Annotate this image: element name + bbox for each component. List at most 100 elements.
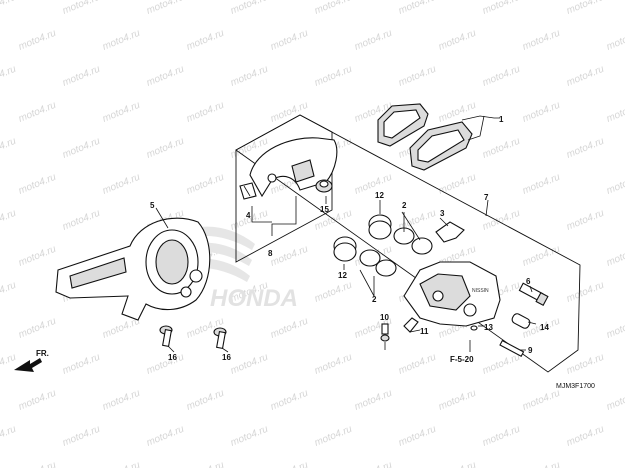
callout-14: 14 [540,323,549,332]
watermark-text: moto4.ru [605,28,625,53]
watermark-text: moto4.ru [101,100,142,125]
watermark-text: moto4.ru [185,460,226,468]
watermark-text: moto4.ru [397,64,438,89]
diagram-code: MJM3F1700 [556,383,595,390]
watermark-text: moto4.ru [565,424,606,449]
watermark-text: moto4.ru [17,388,58,413]
bleed-screw [380,323,390,342]
callout-15: 15 [320,205,329,214]
watermark-text: moto4.ru [229,424,270,449]
watermark-text: moto4.ru [481,64,522,89]
callout-3: 3 [440,209,445,218]
watermark-text: moto4.ru [145,352,186,377]
watermark-text: moto4.ru [605,172,625,197]
watermark-text: moto4.ru [565,136,606,161]
watermark-text: moto4.ru [313,64,354,89]
piston-seals-lower [359,249,397,277]
watermark-text: moto4.ru [61,352,102,377]
watermark-text: moto4.ru [605,316,625,341]
watermark-text: moto4.ru [17,28,58,53]
watermark-text: moto4.ru [229,352,270,377]
watermark-text: moto4.ru [17,244,58,269]
watermark-text: moto4.ru [437,460,478,468]
callout-8: 8 [268,249,273,258]
o-ring [470,325,478,331]
watermark-text: moto4.ru [353,388,394,413]
watermark-text: moto4.ru [145,136,186,161]
caliper-marking: NISSIN [472,288,489,294]
pad-spring [435,221,465,243]
watermark-text: moto4.ru [0,64,18,89]
watermark-text: moto4.ru [313,0,354,17]
callout-7: 7 [484,193,489,202]
watermark-text: moto4.ru [397,0,438,17]
watermark-text: moto4.ru [521,172,562,197]
caliper-bolt [518,282,549,307]
watermark-text: moto4.ru [17,460,58,468]
watermark-text: moto4.ru [437,172,478,197]
watermark-text: moto4.ru [521,460,562,468]
watermark-text: moto4.ru [269,460,310,468]
watermark-text: moto4.ru [521,388,562,413]
callout-10: 10 [380,313,389,322]
watermark-text: moto4.ru [605,388,625,413]
reference-label: F-5-20 [450,355,474,364]
watermark-text: moto4.ru [0,136,18,161]
watermark-text: moto4.ru [61,64,102,89]
watermark-text: moto4.ru [269,316,310,341]
watermark-text: moto4.ru [481,136,522,161]
watermark-text: moto4.ru [185,28,226,53]
pad-retainer-clip [239,182,257,200]
callout-2-lower: 2 [372,295,377,304]
watermark-text: moto4.ru [61,136,102,161]
watermark-text: moto4.ru [269,388,310,413]
piston-seals-upper [393,227,433,255]
watermark-text: moto4.ru [185,388,226,413]
watermark-text: moto4.ru [481,0,522,17]
watermark-text: moto4.ru [313,352,354,377]
watermark-text: moto4.ru [397,424,438,449]
honda-wordmark: HONDA [210,285,298,312]
watermark-text: moto4.ru [185,172,226,197]
watermark-text: moto4.ru [229,64,270,89]
watermark-text: moto4.ru [565,64,606,89]
watermark-text: moto4.ru [0,0,18,17]
watermark-text: moto4.ru [145,424,186,449]
watermark-text: moto4.ru [17,100,58,125]
front-direction-arrow: FR. [14,349,49,372]
mounting-bolt-right [213,327,227,350]
callout-9: 9 [528,346,533,355]
watermark-text: moto4.ru [17,316,58,341]
watermark-text: moto4.ru [229,0,270,17]
slide-pin [511,313,531,329]
watermark-text: moto4.ru [313,424,354,449]
watermark-text: moto4.ru [437,28,478,53]
pin-boot [315,179,333,193]
direction-label: FR. [36,349,49,358]
watermark-text: moto4.ru [565,208,606,233]
watermark-text: moto4.ru [481,208,522,233]
callout-4: 4 [246,211,251,220]
watermark-text: moto4.ru [0,424,18,449]
watermark-text: moto4.ru [521,28,562,53]
callout-12-upper: 12 [375,191,384,200]
mounting-bolt-left [159,325,173,348]
caliper-bracket-arm [55,217,211,321]
watermark-text: moto4.ru [481,424,522,449]
piston-upper [368,214,392,240]
leader-lines [155,115,537,353]
caliper-body: NISSIN [403,261,501,327]
watermark-text: moto4.ru [605,460,625,468]
watermark-text: moto4.ru [521,100,562,125]
callout-6: 6 [526,277,531,286]
watermark-text: moto4.ru [101,172,142,197]
watermark-text: moto4.ru [521,244,562,269]
callout-13: 13 [484,323,493,332]
watermark-text: moto4.ru [0,208,18,233]
watermark-text: moto4.ru [437,388,478,413]
watermark-text: moto4.ru [61,424,102,449]
watermark-text: moto4.ru [269,28,310,53]
watermark-text: moto4.ru [0,352,18,377]
